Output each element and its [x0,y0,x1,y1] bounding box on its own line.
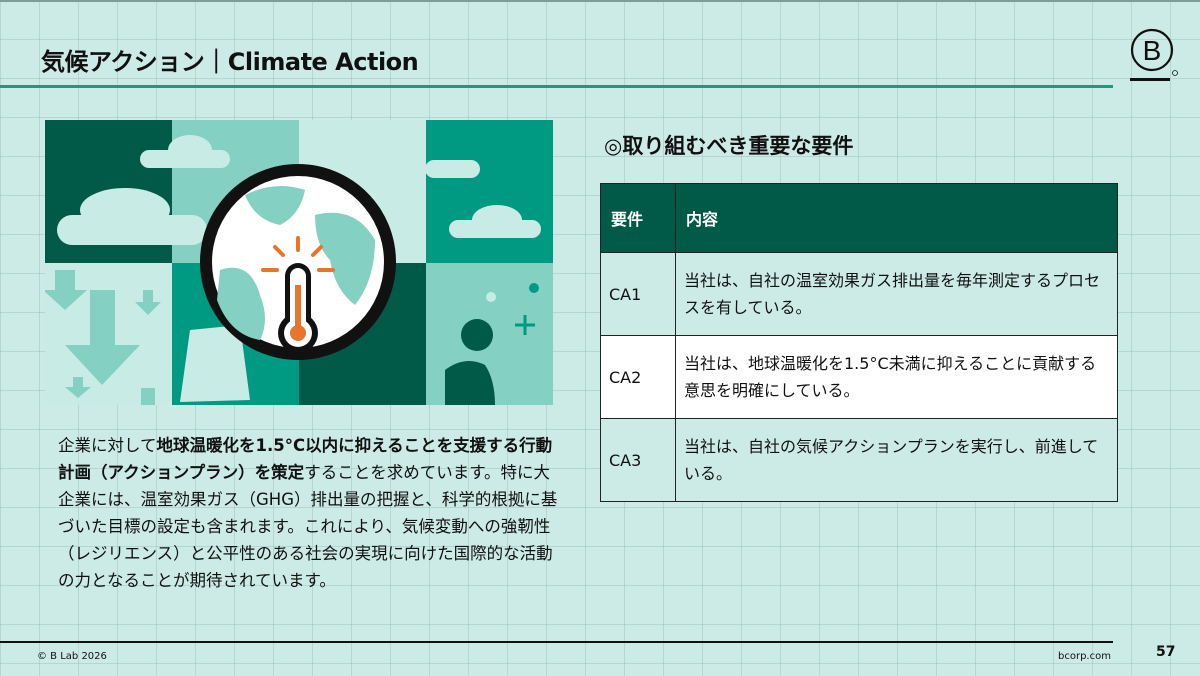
requirements-table: 要件 内容 CA1 当社は、自社の温室効果ガス排出量を毎年測定するプロセスを有し… [600,183,1118,502]
site-link[interactable]: bcorp.com [1058,651,1111,662]
down-arrow-icon [45,270,161,405]
page-title: 気候アクション｜Climate Action [41,48,419,76]
b-corp-logo-icon: B [1130,28,1178,81]
table-header-row: 要件 内容 [600,183,1118,253]
page-number: 57 [1156,644,1176,660]
cloud-icon [57,135,541,245]
requirement-id: CA3 [600,418,676,502]
header-divider [0,85,1113,88]
requirement-id: CA1 [600,252,676,336]
column-header-id: 要件 [600,183,676,253]
top-edge [0,0,1200,2]
table-row: CA3 当社は、自社の気候アクションプランを実行し、前進している。 [600,418,1118,502]
description-paragraph: 企業に対して地球温暖化を1.5°C以内に抑えることを支援する行動計画（アクション… [58,432,563,594]
requirement-content: 当社は、自社の気候アクションプランを実行し、前進している。 [675,418,1118,502]
copyright: © B Lab 2026 [37,651,107,662]
footer-divider [0,641,1113,643]
description-text: することを求めています。特に大企業には、温室効果ガス（GHG）排出量の把握と、科… [58,463,558,590]
table-row: CA2 当社は、地球温暖化を1.5°C未満に抑えることに貢献する意思を明確にして… [600,335,1118,419]
thermometer-icon [261,236,335,353]
description-highlight: 地球温暖化を1.5°C以内に抑えることを支援する行動計画（アクションプラン）を策… [58,436,553,482]
requirement-id: CA2 [600,335,676,419]
requirements-heading: ◎取り組むべき重要な要件 [604,134,854,158]
climate-illustration [45,120,553,405]
description-text: 企業に対して [58,436,157,455]
requirement-content: 当社は、自社の温室効果ガス排出量を毎年測定するプロセスを有している。 [675,252,1118,336]
column-header-content: 内容 [675,183,1118,253]
requirement-content: 当社は、地球温暖化を1.5°C未満に抑えることに貢献する意思を明確にしている。 [675,335,1118,419]
svg-text:B: B [1143,35,1162,66]
table-row: CA1 当社は、自社の温室効果ガス排出量を毎年測定するプロセスを有している。 [600,252,1118,336]
